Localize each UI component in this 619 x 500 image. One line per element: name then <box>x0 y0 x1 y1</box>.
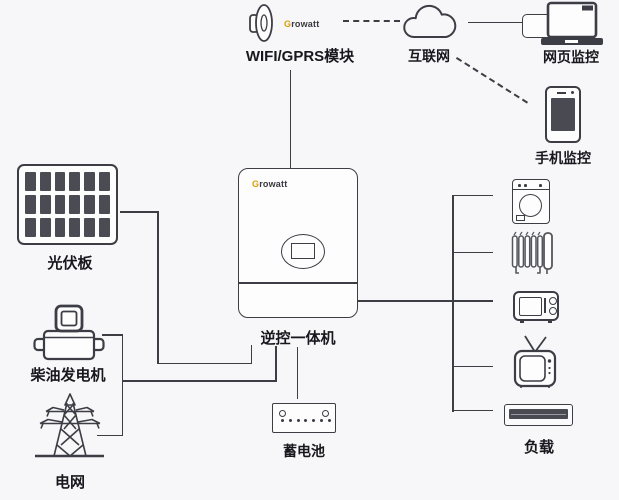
tv-icon <box>512 335 558 389</box>
connector-inverter-load <box>358 300 493 302</box>
connector-wifi-inverter <box>289 70 292 168</box>
phone-screen <box>551 98 575 131</box>
connector-load-bus <box>452 194 454 412</box>
connector-battery <box>296 347 299 399</box>
washer-door <box>519 194 542 217</box>
connector-cloud-phone-dashed <box>455 57 529 104</box>
battery-cells <box>281 419 331 422</box>
microwave-window <box>519 297 542 316</box>
grid-tower-icon <box>34 393 106 461</box>
radiator-heater-icon <box>511 230 553 276</box>
ac-vent <box>509 409 568 419</box>
growatt-logo: Growatt <box>284 19 320 29</box>
laptop-icon <box>540 1 604 47</box>
phone-icon <box>545 86 581 143</box>
load-label: 负载 <box>523 439 554 456</box>
internet-label: 互联网 <box>408 48 450 64</box>
phone-camera <box>571 91 574 94</box>
microwave-icon <box>513 291 559 323</box>
inverter-screen <box>291 243 315 259</box>
pv-panel-label: 光伏板 <box>47 255 93 272</box>
connector-pv-v <box>157 211 159 364</box>
connector-generator <box>102 334 123 336</box>
web-monitor-label: 网页监控 <box>543 49 599 65</box>
wifi-module-icon: Growatt <box>247 2 585 44</box>
battery-icon <box>272 403 336 433</box>
microwave-knob <box>549 297 557 305</box>
connector-grid <box>97 434 123 437</box>
cloud-icon <box>400 4 460 42</box>
connector-stub-washer <box>452 194 493 197</box>
connector-pv-up <box>250 345 253 364</box>
phone-speaker <box>557 92 566 94</box>
inverter-divider <box>239 282 357 284</box>
connector-stub-ac <box>452 409 493 412</box>
battery-label: 蓄电池 <box>283 443 325 459</box>
washer-tray <box>516 215 525 221</box>
grid-label: 电网 <box>54 474 85 491</box>
connector-stub-tv <box>452 365 493 368</box>
solar-panel-icon <box>17 164 118 245</box>
battery-terminal <box>322 410 329 417</box>
connector-wifi-cloud-dashed <box>343 20 400 22</box>
connector-pv-h1 <box>120 211 158 213</box>
diesel-generator-label: 柴油发电机 <box>30 367 106 384</box>
connector-acin-h <box>121 380 277 382</box>
air-conditioner-icon <box>504 404 573 426</box>
inverter-label: 逆控一体机 <box>260 330 336 347</box>
inverter-display-bezel <box>281 234 325 269</box>
connector-left-bus <box>121 334 124 436</box>
inverter-unit: Growatt <box>238 168 358 318</box>
phone-monitor-label: 手机监控 <box>535 150 591 166</box>
washing-machine-icon <box>512 179 550 224</box>
wifi-module-label: WIFI/GPRS模块 <box>245 48 355 65</box>
diesel-generator-icon <box>33 304 105 362</box>
growatt-logo: Growatt <box>252 179 288 189</box>
connector-cloud-laptop <box>468 21 538 24</box>
connector-acin-up <box>275 346 277 382</box>
battery-terminal <box>279 410 286 417</box>
connector-pv-h2 <box>157 362 252 365</box>
microwave-knob <box>549 307 557 315</box>
connector-stub-radiator <box>452 251 493 254</box>
